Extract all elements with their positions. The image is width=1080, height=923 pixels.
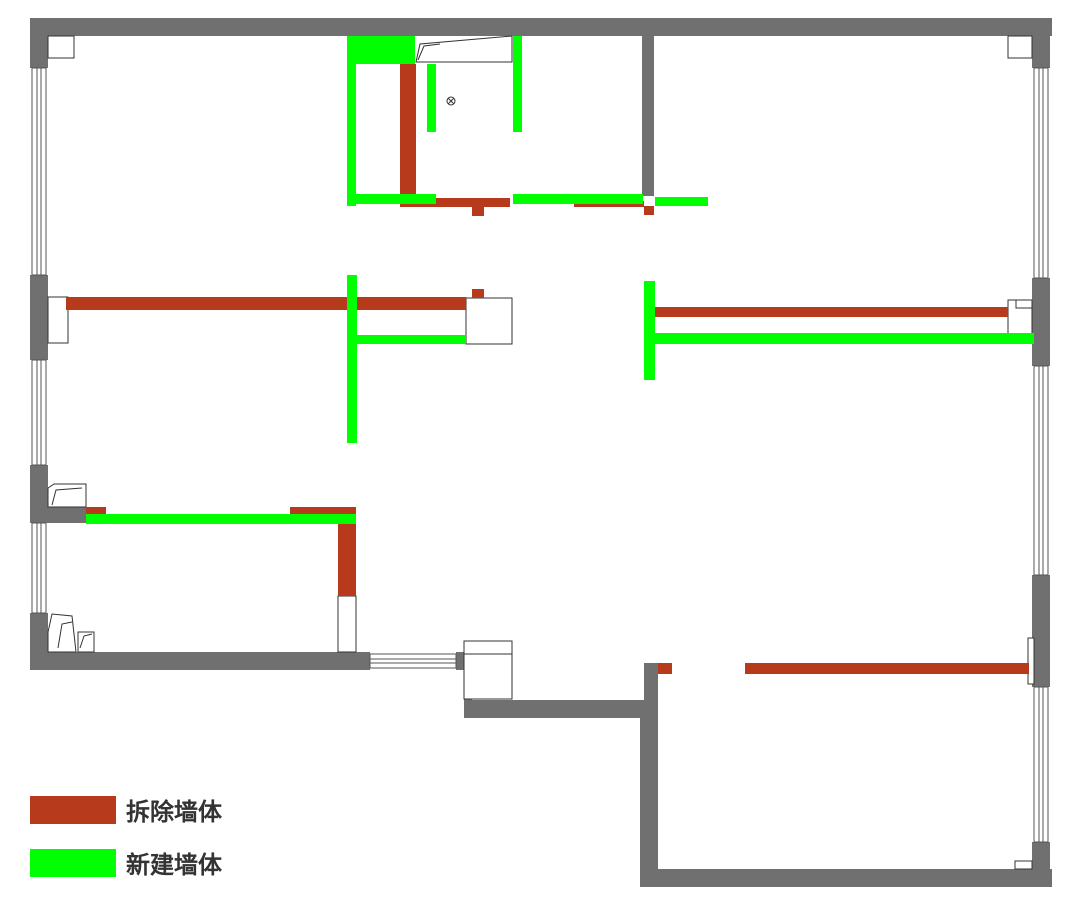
- column-right-low: [1027, 637, 1035, 685]
- new-wall-1: [347, 36, 415, 64]
- bottom-right-wall: [640, 869, 1052, 887]
- demolish-walls: [66, 64, 1029, 674]
- fixtures: [47, 35, 1035, 870]
- left-wall-pier-1: [30, 275, 48, 360]
- floor-drain-icon: [446, 96, 456, 106]
- corner-column-br: [1014, 860, 1033, 870]
- window-left-2: [31, 359, 47, 466]
- bottom-wall-stub: [456, 652, 464, 670]
- top-wall: [30, 18, 1052, 36]
- cabinet-small: [77, 631, 95, 653]
- demolish-wall-7: [472, 289, 484, 298]
- existing-walls: [30, 18, 1052, 887]
- window-bottom: [369, 653, 457, 669]
- legend-swatch-demolish: [30, 795, 116, 824]
- balcony-top-wall: [464, 700, 658, 718]
- new-wall-10: [644, 281, 655, 380]
- demolish-wall-11: [338, 520, 356, 596]
- new-wall-9: [357, 335, 466, 344]
- left-wall-upper: [30, 18, 48, 68]
- column-left-mid: [47, 296, 69, 344]
- new-wall-11: [655, 333, 1034, 344]
- demolish-wall-12: [658, 663, 672, 674]
- door-jamb: [337, 595, 357, 653]
- demolish-wall-1: [400, 64, 416, 200]
- new-wall-8: [347, 275, 357, 443]
- demolish-wall-5: [644, 206, 654, 215]
- demolish-wall-6: [66, 297, 466, 310]
- windows: [31, 67, 1049, 843]
- new-wall-7: [655, 197, 708, 206]
- closet-return: [48, 507, 86, 523]
- window-left-1: [31, 67, 47, 276]
- new-walls: [86, 36, 1034, 524]
- new-wall-3: [356, 194, 436, 204]
- window-right-2: [1033, 365, 1049, 576]
- corner-column-tl: [47, 35, 75, 59]
- left-wall-pier-2: [30, 465, 48, 523]
- legend-label-demolish: 拆除墙体: [126, 798, 222, 826]
- column-balcony: [463, 640, 513, 700]
- wardrobe-2: [47, 613, 77, 653]
- lower-left-wall: [640, 700, 658, 887]
- legend-swatch-new: [30, 848, 116, 877]
- window-right-1: [1033, 67, 1049, 279]
- new-wall-6: [513, 194, 643, 204]
- right-wall-pier-1: [1032, 278, 1050, 366]
- demolish-wall-3: [472, 205, 484, 216]
- new-wall-12: [86, 514, 356, 524]
- demolish-wall-2: [400, 198, 510, 207]
- right-wall-upper: [1032, 18, 1050, 68]
- corner-column-tr: [1007, 35, 1033, 59]
- counter: [415, 35, 513, 63]
- demolish-wall-8: [654, 307, 1008, 317]
- corridor-stub: [644, 663, 658, 703]
- window-left-3: [31, 522, 47, 614]
- column-right-mid-cap: [1015, 299, 1033, 309]
- demolish-wall-13: [745, 663, 1029, 674]
- bottom-left-wall: [30, 652, 370, 670]
- legend-label-new: 新建墙体: [126, 851, 222, 879]
- legend-item-new: 新建墙体: [30, 845, 222, 880]
- new-wall-2: [347, 36, 356, 206]
- right-wall-pier-2: [1032, 575, 1050, 687]
- new-wall-4: [427, 64, 436, 132]
- demolish-wall-10: [290, 507, 356, 516]
- column-center: [465, 297, 513, 345]
- center-partition: [642, 36, 654, 196]
- wardrobe-1: [47, 483, 87, 508]
- new-wall-5: [513, 36, 522, 132]
- demolish-wall-9: [86, 507, 106, 516]
- window-right-3: [1033, 686, 1049, 843]
- legend-item-demolish: 拆除墙体: [30, 792, 222, 827]
- balcony-left-wall: [464, 697, 472, 717]
